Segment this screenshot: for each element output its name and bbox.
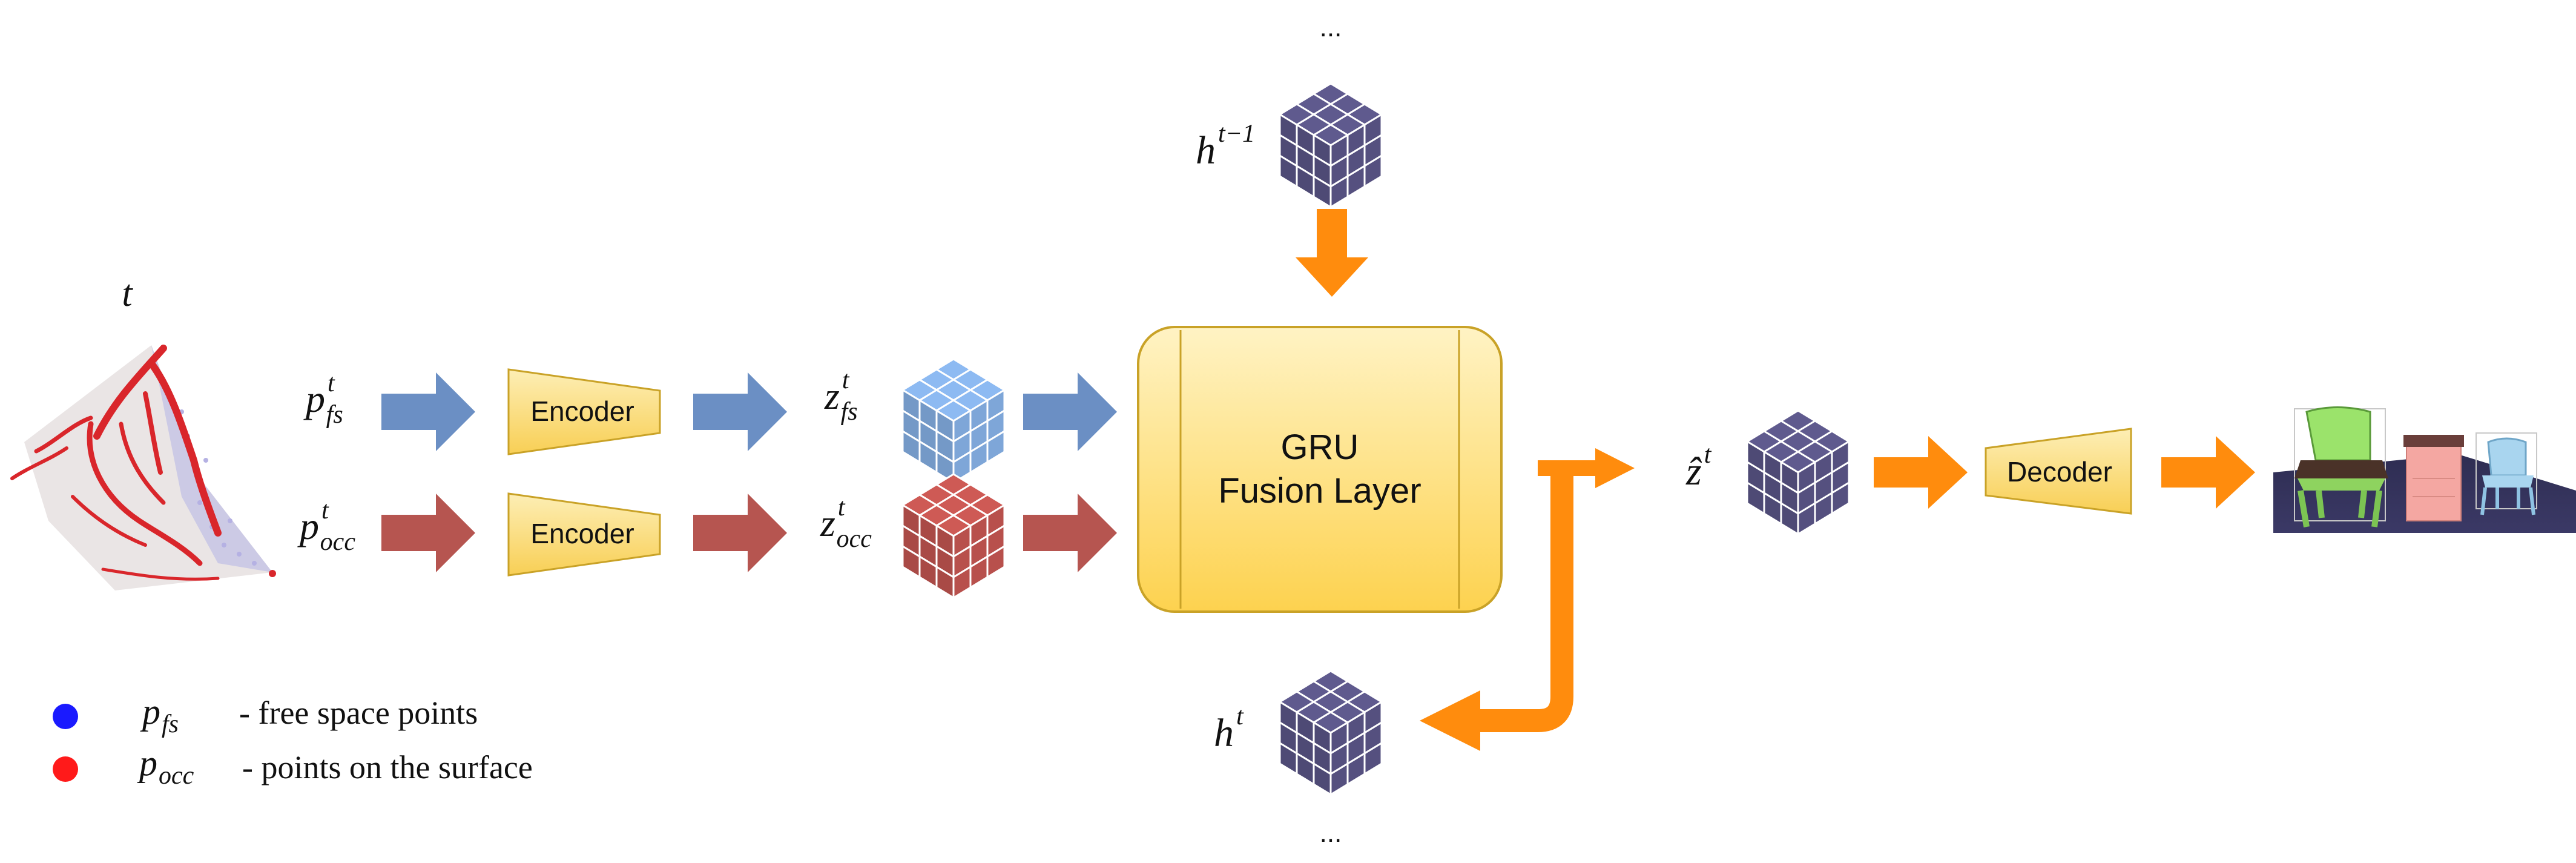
arrow-decoder-to-output [2161,436,2255,509]
encoder-bottom: Encoder [507,492,661,577]
arrow-encoder-to-zfs [693,372,787,451]
legend-text-free-space: - free space points [239,695,478,731]
cube-zocc [901,473,1006,600]
arrow-zocc-to-fusion [1023,494,1117,572]
cube-cell-right [986,544,1006,579]
encoder-bottom-label: Encoder [530,518,634,549]
legend-text-surface: - points on the surface [242,749,533,785]
cube-hidden-cur [1278,670,1383,796]
reconstructed-scene-image [2273,406,2576,533]
ellipsis-top: ... [1320,13,1342,42]
hidden-prev-label: ht−1 [1196,120,1255,173]
cube-zfs [901,358,1006,484]
arrow-pocc-to-encoder [381,494,475,572]
cube-cell-right [1363,741,1383,776]
hidden-cur-label: ht [1214,703,1244,755]
arrow-hidden-prev-to-fusion [1296,209,1368,297]
fusion-line1: GRU [1281,428,1359,467]
ellipsis-bottom: ... [1320,818,1342,848]
cube-hidden-prev [1278,82,1383,209]
decoder-label: Decoder [2007,456,2112,488]
legend-symbol-free-space: pfs [140,692,179,738]
fusion-line2: Fusion Layer [1218,471,1421,511]
output-latent-label: ẑt [1685,441,1712,494]
legend-symbol-surface: pocc [137,743,194,790]
arrow-pfs-to-encoder [381,372,475,451]
point-cloud-image [10,345,276,590]
cube-output-latent [1745,409,1851,536]
arrow-latent-to-decoder [1874,436,1968,509]
arrow-encoder-to-zocc [693,494,787,572]
decoder: Decoder [1985,428,2132,515]
cube-cell-right [1363,154,1383,188]
gru-fusion-layer: GRU Fusion Layer [1137,326,1503,613]
encoder-top: Encoder [507,368,661,455]
cube-cell-right [986,429,1006,464]
arrow-zfs-to-fusion [1023,372,1117,451]
legend-dot-free-space [53,704,78,729]
cube-cell-right [1831,481,1850,515]
legend: pfs - free space points pocc - points on… [53,692,533,790]
encoder-top-label: Encoder [530,395,634,427]
arrow-fusion-output-split [1420,448,1635,751]
frame-label: t [122,273,133,314]
legend-dot-surface [53,756,78,782]
